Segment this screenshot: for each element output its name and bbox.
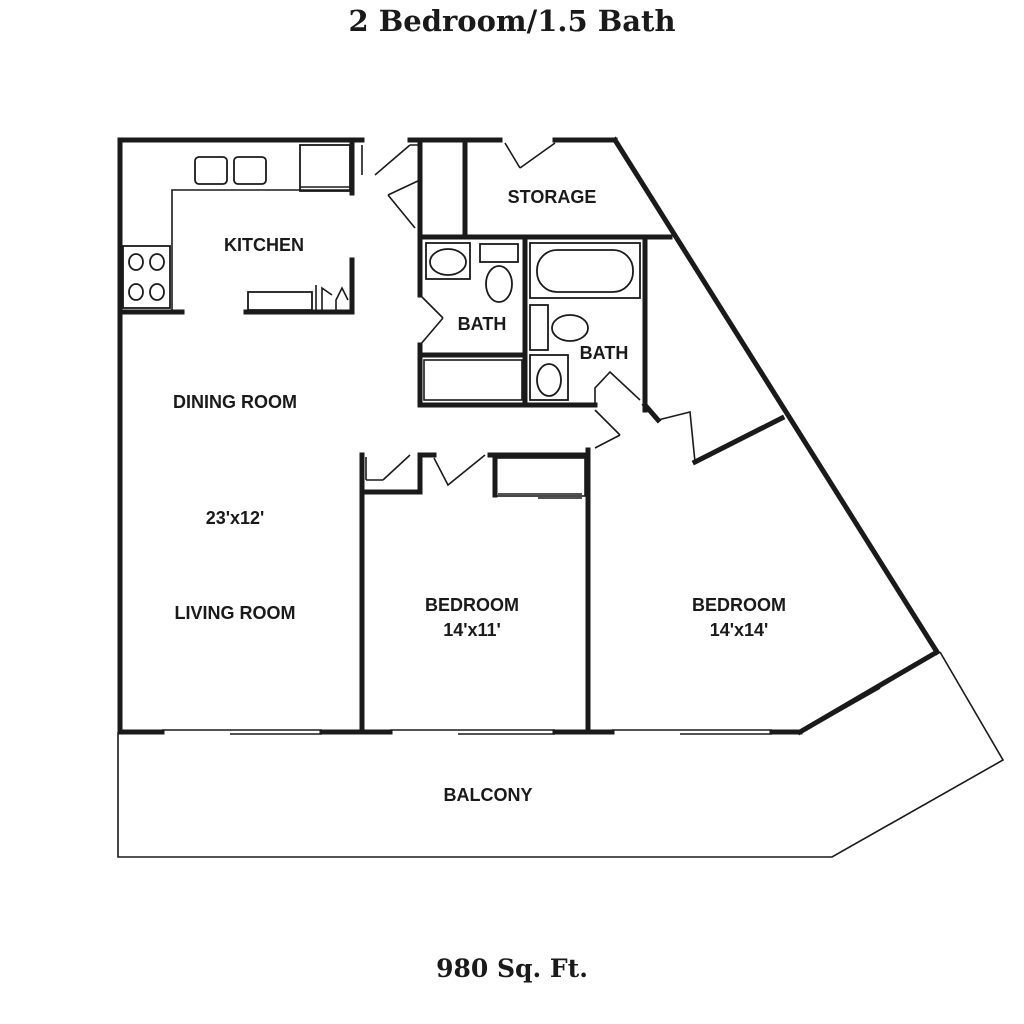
label-balcony: BALCONY	[444, 785, 533, 805]
full-bath-door	[594, 370, 641, 405]
kitchen-counter	[171, 143, 353, 312]
vanity	[529, 304, 549, 351]
label-bedroom1-dims: 14'x11'	[443, 620, 501, 640]
label-storage: STORAGE	[508, 187, 597, 207]
entry-wall	[417, 142, 468, 240]
closet-door-small	[365, 454, 411, 481]
half-bath-toilet	[485, 265, 513, 303]
square-footage: 980 Sq. Ft.	[436, 954, 588, 983]
refrigerator	[299, 144, 351, 192]
linen-closet	[423, 359, 523, 401]
hall-closet-door	[594, 409, 621, 449]
half-bath-door	[419, 294, 444, 346]
plan-title: 2 Bedroom/1.5 Bath	[348, 4, 676, 38]
storage-door	[504, 142, 556, 169]
label-bedroom2: BEDROOM	[692, 595, 786, 615]
label-bedroom1: BEDROOM	[425, 595, 519, 615]
pantry-door	[315, 285, 349, 310]
kitchen-wall-right	[243, 257, 355, 315]
entry-door-swing	[387, 179, 421, 229]
kitchen-sink-right	[233, 156, 267, 185]
stove	[122, 245, 171, 309]
entry-door	[361, 144, 420, 176]
full-bath-toilet	[529, 354, 569, 401]
bedroom2-door	[657, 410, 696, 463]
sliding-door-bedroom1	[390, 729, 555, 735]
label-living-dims: 23'x12'	[206, 508, 265, 528]
label-bedroom2-dims: 14'x14'	[710, 620, 769, 640]
kitchen-island	[247, 291, 313, 311]
sliding-door-corner	[804, 669, 906, 729]
label-half-bath: BATH	[458, 314, 507, 334]
label-dining-room: DINING ROOM	[173, 392, 297, 412]
exterior-wall-diagonal	[611, 136, 941, 656]
label-kitchen: KITCHEN	[224, 235, 304, 255]
half-bath-sink	[425, 242, 471, 280]
balcony-outline	[117, 651, 1005, 858]
sliding-door-living	[162, 729, 322, 735]
bed2-closet-wall	[691, 414, 786, 466]
bedroom1-wall-north-1	[359, 452, 437, 495]
bathtub	[529, 242, 641, 299]
bedroom1-door	[433, 454, 486, 487]
bed2-entry-wall	[641, 401, 662, 424]
label-living-room: LIVING ROOM	[175, 603, 296, 623]
label-full-bath: BATH	[580, 343, 629, 363]
full-bath-sink	[551, 314, 589, 342]
bedroom1-closet	[494, 457, 586, 497]
sliding-door-bedroom2	[612, 729, 772, 735]
kitchen-sink-left	[194, 156, 228, 185]
half-bath-toilet-tank	[479, 243, 519, 263]
